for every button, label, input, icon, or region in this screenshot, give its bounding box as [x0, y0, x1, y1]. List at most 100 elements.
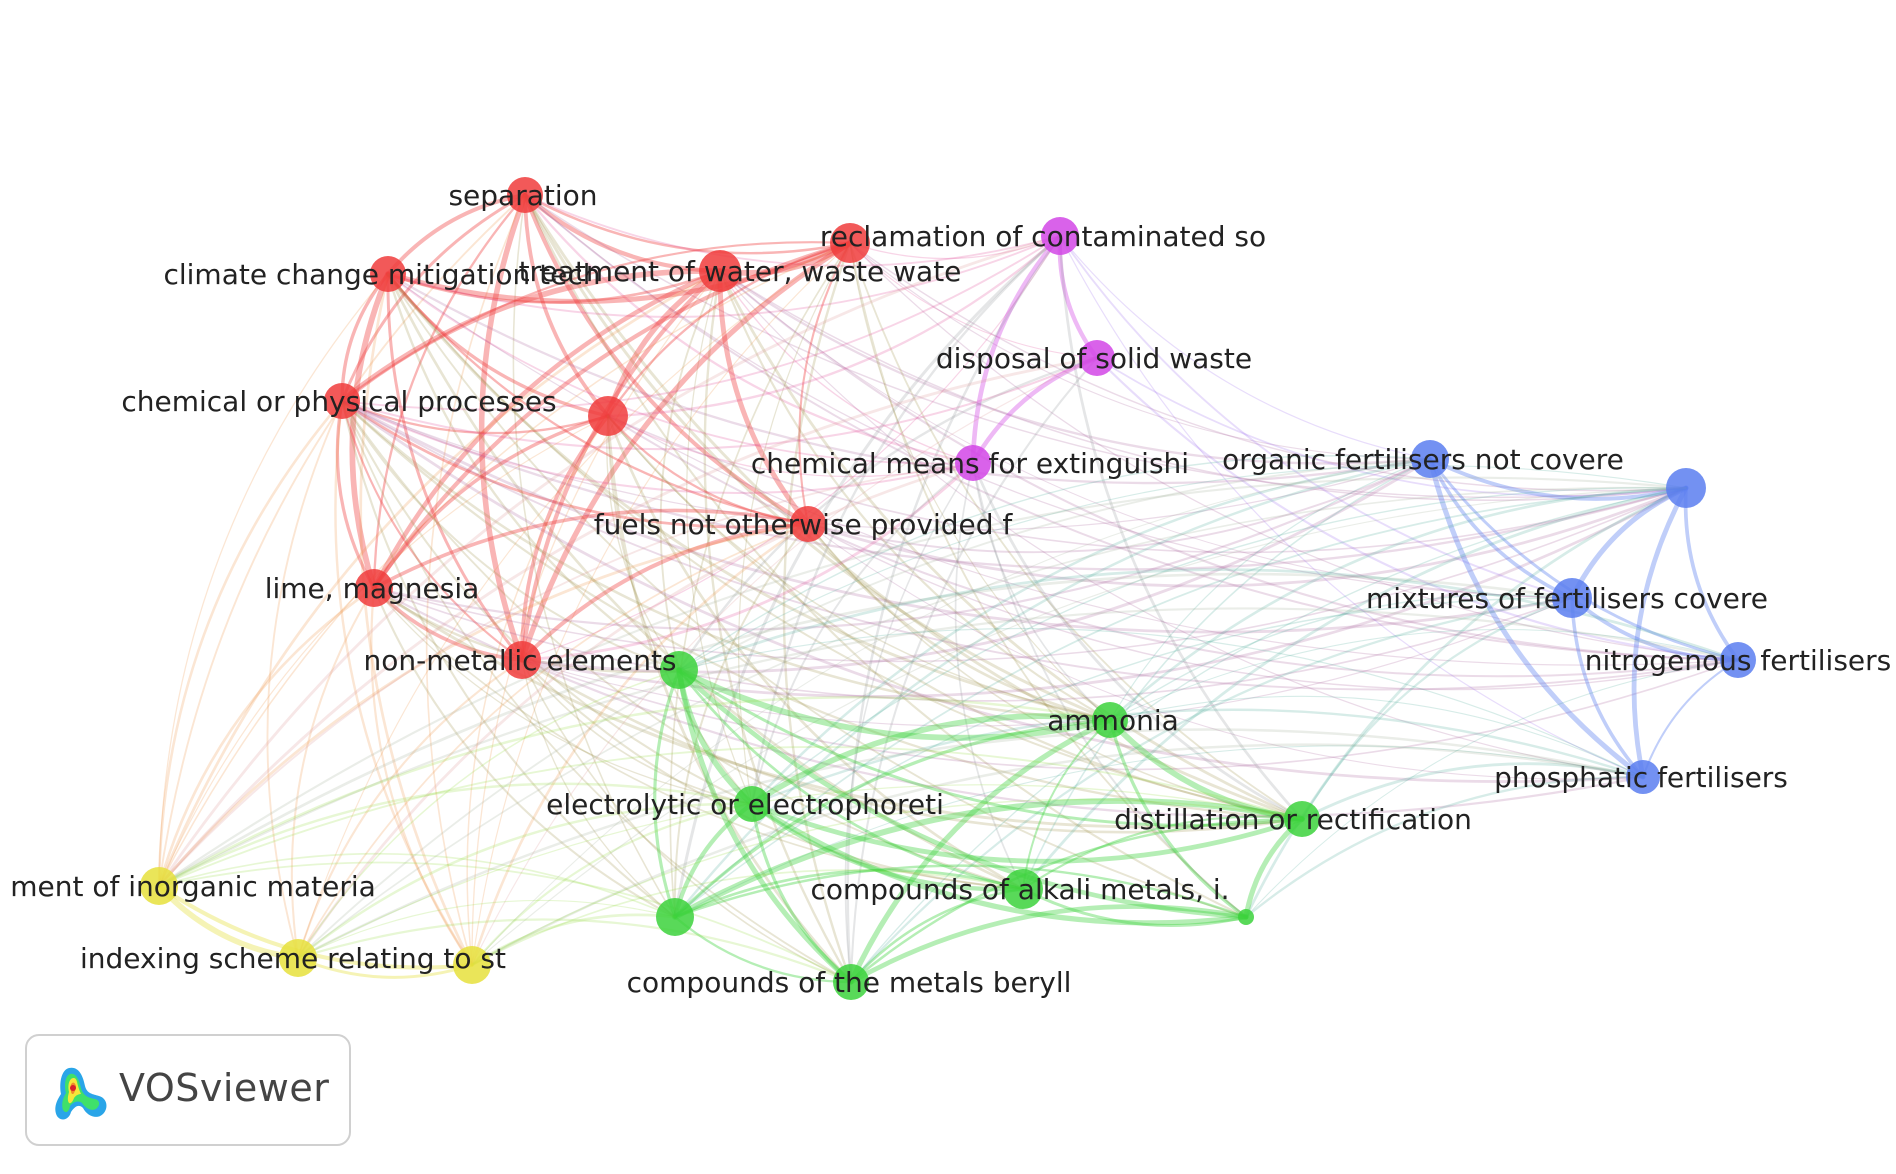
network-node-blue[interactable] [1626, 760, 1660, 794]
network-edge [678, 464, 1687, 671]
network-edge [470, 913, 677, 967]
network-edge [676, 667, 1249, 920]
network-edge [607, 415, 1111, 721]
network-node-green[interactable] [734, 786, 770, 822]
network-edge [678, 455, 1431, 671]
network-edge [157, 782, 754, 888]
network-node-label: ammonia [1047, 704, 1179, 737]
network-node-green[interactable] [660, 651, 698, 689]
network-edge [806, 486, 1688, 588]
network-edge [607, 415, 974, 478]
network-edge [849, 242, 1431, 460]
network-edge [1095, 356, 1740, 662]
network-node-red[interactable] [588, 396, 628, 436]
network-node-red[interactable] [699, 250, 741, 292]
network-edge [521, 659, 676, 918]
network-edge [349, 271, 391, 591]
network-edge [471, 798, 1303, 966]
network-edge [296, 918, 853, 984]
network-node-blue[interactable] [1552, 578, 1592, 618]
network-edge [970, 355, 1100, 466]
network-node-blue[interactable] [1720, 642, 1756, 678]
network-node-label: mixtures of fertilisers covere [1366, 582, 1768, 615]
network-edge [157, 522, 810, 888]
network-edge [372, 586, 524, 662]
network-edge [340, 399, 610, 435]
network-edge [370, 586, 474, 967]
network-node-red[interactable] [324, 383, 360, 419]
network-edge [340, 356, 1099, 451]
network-edge [524, 194, 1573, 599]
network-edge [1108, 718, 1248, 919]
network-edge [606, 241, 852, 418]
network-node-red[interactable] [355, 569, 393, 607]
network-edge [386, 272, 681, 672]
network-edge [1300, 762, 1645, 821]
network-edge [677, 356, 1099, 672]
network-node-yellow[interactable] [453, 946, 491, 984]
network-edge [372, 414, 610, 590]
network-edge [605, 268, 723, 419]
network-node-yellow[interactable] [140, 867, 178, 905]
network-node-red[interactable] [830, 223, 870, 263]
network-node-green[interactable] [1092, 702, 1128, 738]
network-node-blue[interactable] [1666, 468, 1706, 508]
network-edge [297, 458, 1431, 959]
network-node-green[interactable] [1003, 869, 1043, 909]
network-node-purple[interactable] [1079, 340, 1115, 376]
network-node-label: chemical means for extinguishi [751, 447, 1189, 480]
network-edge [386, 272, 1025, 891]
network-edge [296, 461, 975, 960]
network-edge [653, 668, 681, 919]
network-node-green[interactable] [656, 898, 694, 936]
network-edge [157, 572, 1574, 888]
network-edge [158, 415, 609, 887]
network-node-green[interactable] [1238, 909, 1254, 925]
network-edge [373, 587, 753, 805]
network-node-red[interactable] [507, 177, 543, 213]
network-node-red[interactable] [370, 256, 406, 292]
network-node-purple[interactable] [955, 445, 991, 481]
network-edge [341, 400, 1024, 890]
network-node-red[interactable] [790, 506, 826, 542]
network-edge [718, 269, 1112, 722]
network-node-label: indexing scheme relating to st [80, 942, 506, 975]
network-edge [158, 861, 852, 983]
network-edge [1021, 718, 1112, 891]
network-edge [523, 193, 975, 465]
network-node-green[interactable] [1284, 801, 1320, 837]
network-edge [673, 523, 809, 918]
network-edge [850, 487, 1687, 983]
network-node-label: organic fertilisers not covere [1222, 443, 1624, 476]
network-edge [519, 268, 723, 663]
network-edge [1022, 458, 1431, 890]
network-edge [719, 270, 1573, 599]
network-edge [157, 356, 1099, 888]
network-node-green[interactable] [833, 964, 869, 1000]
network-edge [520, 414, 610, 662]
network-node-label: nitrogenous fertilisers [1585, 644, 1891, 677]
network-edge [372, 586, 1304, 829]
network-edge [750, 457, 1432, 806]
network-edge [521, 597, 1573, 727]
network-edge [954, 462, 1024, 890]
network-edge [523, 193, 1112, 722]
network-edge [519, 521, 811, 663]
network-edge [718, 269, 1432, 465]
network-edge [676, 667, 854, 985]
network-edge [848, 717, 1113, 985]
network-edge [750, 234, 1062, 806]
network-edge [521, 235, 1061, 661]
network-node-blue[interactable] [1411, 440, 1449, 478]
network-edge [158, 746, 1303, 887]
network-node-label: non-metallic elements [363, 644, 676, 677]
network-edge [1428, 457, 1688, 501]
network-node-purple[interactable] [1041, 217, 1079, 255]
network-edge [520, 461, 975, 662]
network-edge [158, 273, 389, 887]
network-edge [749, 801, 1305, 864]
network-node-yellow[interactable] [279, 939, 317, 977]
network-node-red[interactable] [503, 641, 541, 679]
